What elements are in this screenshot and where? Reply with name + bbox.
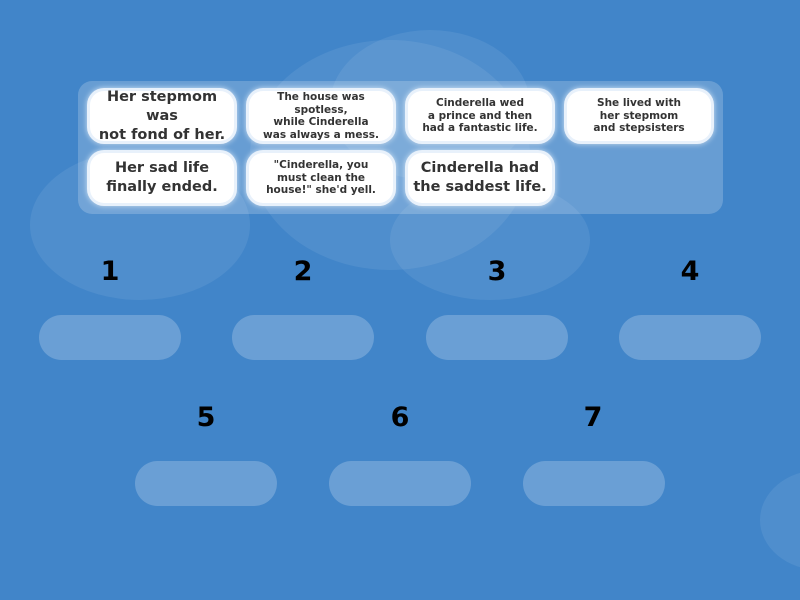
slot-number-5: 5 [196, 402, 216, 433]
drop-slot-3[interactable] [426, 315, 568, 360]
background-cloud [760, 470, 800, 570]
slot-number-3: 3 [487, 256, 507, 287]
drop-slot-2[interactable] [232, 315, 374, 360]
slot-number-2: 2 [293, 256, 313, 287]
slot-number-7: 7 [583, 402, 603, 433]
slot-number-1: 1 [100, 256, 120, 287]
drop-slot-6[interactable] [329, 461, 471, 506]
answer-card[interactable]: She lived with her stepmom and stepsiste… [567, 91, 711, 141]
slot-number-4: 4 [680, 256, 700, 287]
drop-slot-5[interactable] [135, 461, 277, 506]
answer-card[interactable]: Cinderella had the saddest life. [408, 153, 552, 203]
drop-slot-1[interactable] [39, 315, 181, 360]
drop-slot-7[interactable] [523, 461, 665, 506]
answer-card[interactable]: Her sad life finally ended. [90, 153, 234, 203]
answer-card[interactable]: The house was spotless, while Cinderella… [249, 91, 393, 141]
answer-card[interactable]: Cinderella wed a prince and then had a f… [408, 91, 552, 141]
answer-card[interactable]: "Cinderella, you must clean the house!" … [249, 153, 393, 203]
slot-number-6: 6 [390, 402, 410, 433]
drop-slot-4[interactable] [619, 315, 761, 360]
answer-card[interactable]: Her stepmom was not fond of her. [90, 89, 234, 143]
